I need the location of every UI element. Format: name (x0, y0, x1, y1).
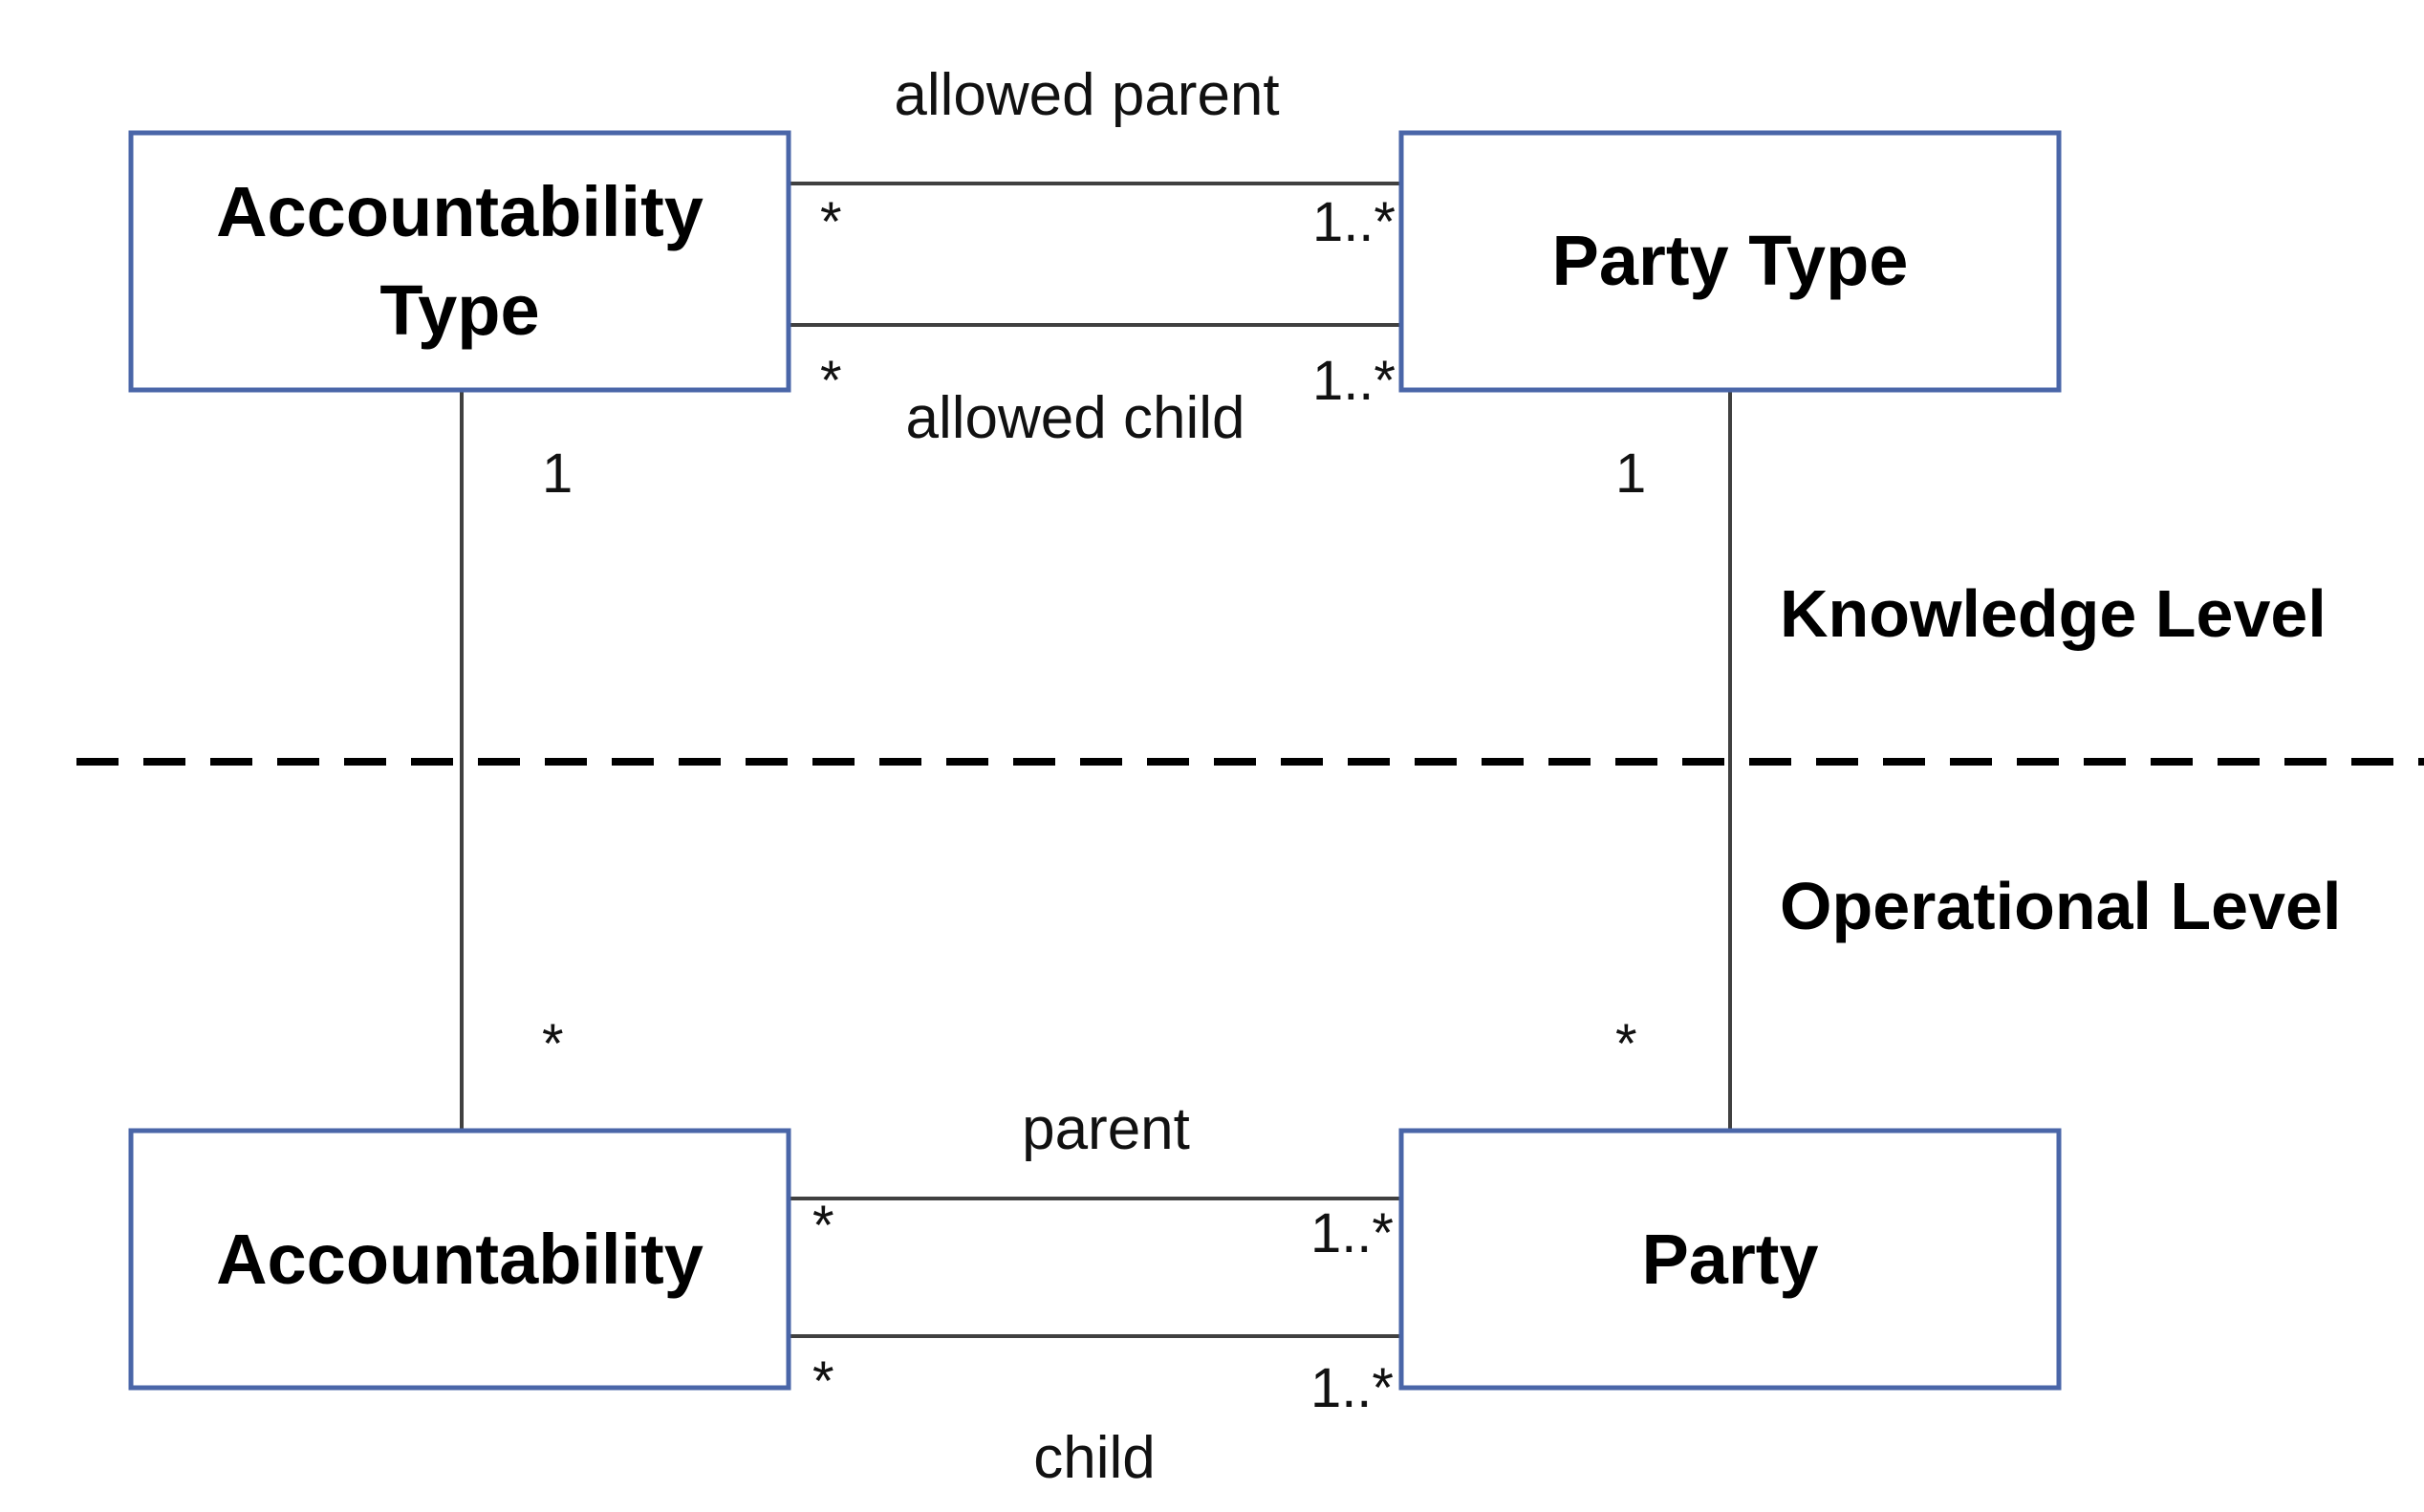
operational-level-label: Operational Level (1780, 869, 2341, 943)
multiplicity-left-vertical-bottom: * (542, 1013, 564, 1075)
party-type-name: Party Type (1552, 221, 1909, 300)
party-class: Party (1398, 1128, 2062, 1391)
child-label: child (1033, 1425, 1156, 1491)
multiplicity-top-child-left: * (820, 350, 842, 412)
allowed-parent-label: allowed parent (894, 62, 1279, 128)
multiplicity-right-vertical-top: 1 (1615, 443, 1646, 505)
multiplicity-top-parent-right: 1..* (1312, 191, 1396, 253)
multiplicity-bottom-child-right: 1..* (1310, 1357, 1394, 1419)
accountability-name: Accountability (216, 1220, 703, 1299)
parent-label: parent (1022, 1096, 1190, 1162)
accountability-type-class: Accountability Type (128, 130, 791, 393)
party-name: Party (1641, 1220, 1818, 1299)
multiplicity-top-parent-left: * (820, 191, 842, 253)
accountability-type-name-line1: Accountability (216, 172, 703, 251)
multiplicity-right-vertical-bottom: * (1615, 1013, 1637, 1075)
party-type-class: Party Type (1398, 130, 2062, 393)
multiplicity-bottom-child-left: * (812, 1350, 834, 1413)
multiplicity-bottom-parent-right: 1..* (1310, 1202, 1394, 1264)
accountability-type-name-line2: Type (379, 270, 539, 350)
multiplicity-top-child-right: 1..* (1312, 350, 1396, 412)
allowed-child-label: allowed child (906, 385, 1245, 451)
accountability-class: Accountability (128, 1128, 791, 1391)
multiplicity-left-vertical-top: 1 (542, 443, 573, 505)
knowledge-level-label: Knowledge Level (1780, 576, 2327, 651)
multiplicity-bottom-parent-left: * (812, 1195, 834, 1257)
